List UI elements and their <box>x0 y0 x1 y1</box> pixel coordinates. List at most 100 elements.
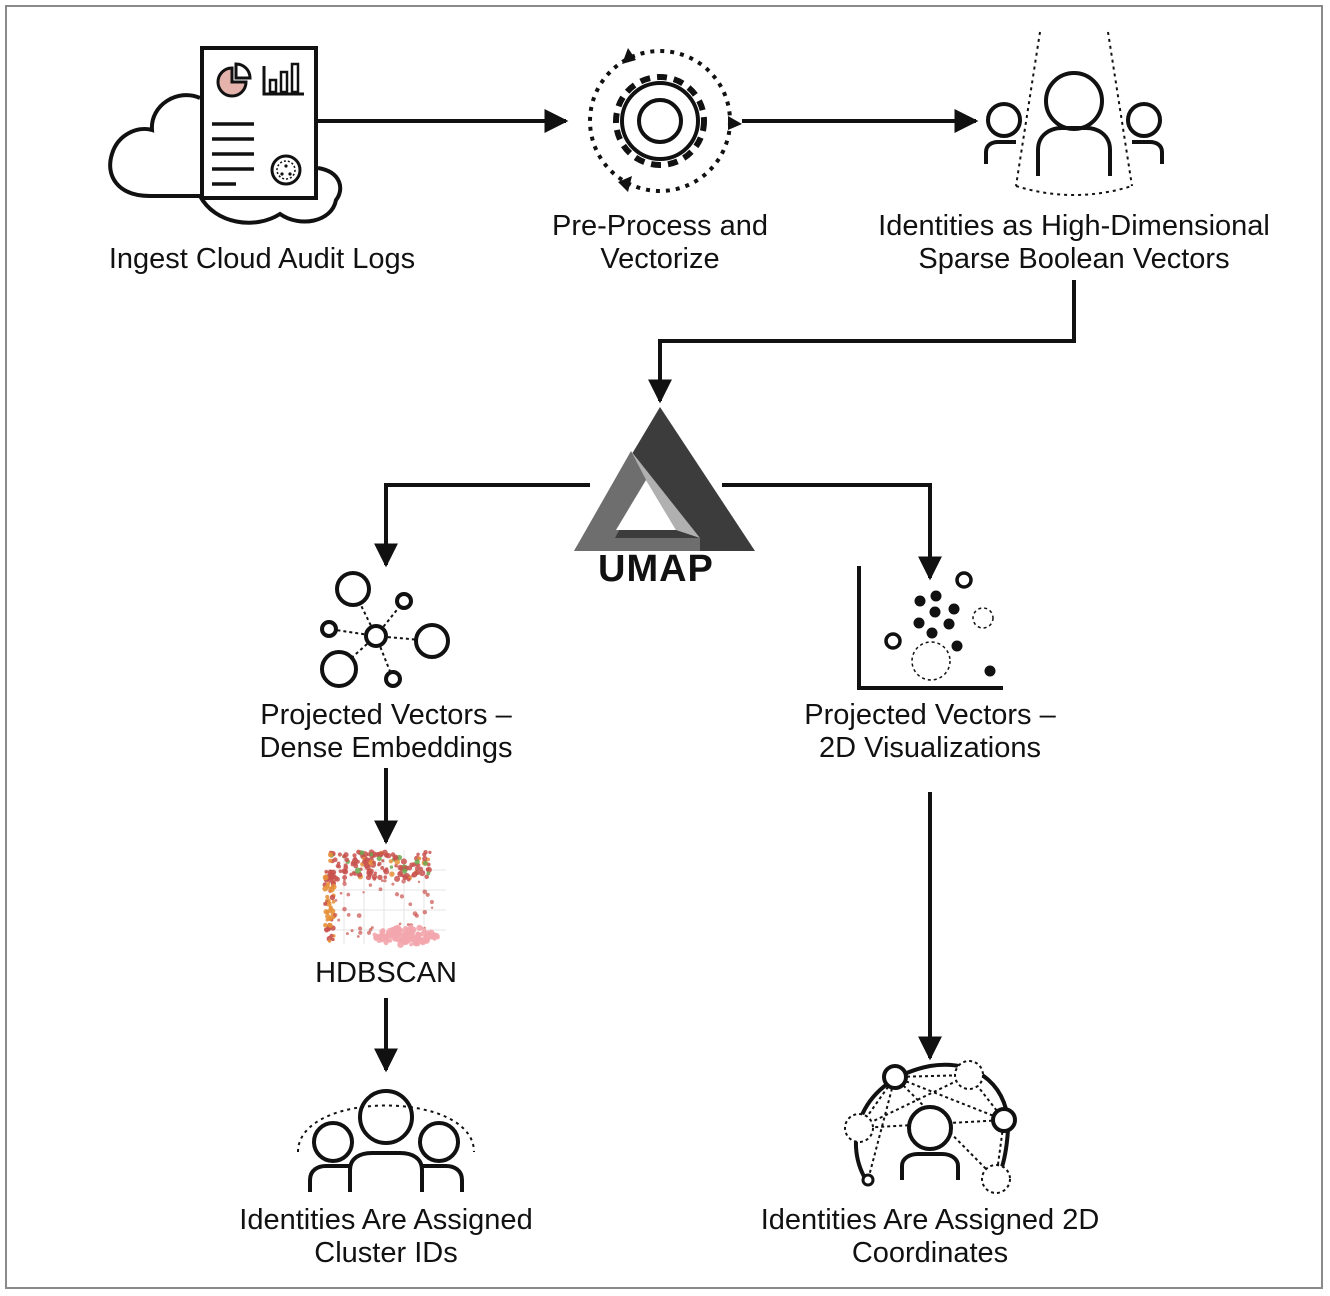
cluster-point <box>397 864 404 871</box>
cluster-point <box>430 906 434 909</box>
network-nodes-icon <box>320 571 450 688</box>
cluster-point <box>342 881 347 886</box>
cluster-point <box>409 942 413 947</box>
ingest-label: Ingest Cloud Audit Logs <box>108 243 416 275</box>
cluster-point <box>324 870 329 874</box>
cluster-point <box>368 883 373 887</box>
viz2d-label-line1: Projected Vectors – <box>804 699 1056 731</box>
cluster-point <box>428 850 432 855</box>
coords-label: Identities Are Assigned 2D Coordinates <box>700 1204 1160 1270</box>
cluster-point <box>401 879 406 884</box>
cluster-point <box>425 867 430 872</box>
cluster-point <box>329 908 336 915</box>
arrow-identities-to-umap <box>648 280 1076 404</box>
cluster-point <box>350 929 354 933</box>
cluster-point <box>426 857 431 862</box>
cluster-point <box>377 874 383 881</box>
viz2d-label-line2: 2D Visualizations <box>819 732 1041 764</box>
cluster-point <box>424 874 429 880</box>
cluster-point <box>376 855 382 862</box>
cluster-point <box>377 861 382 866</box>
cluster-point <box>389 865 394 869</box>
cluster-point <box>379 929 385 935</box>
cluster-point <box>368 927 373 932</box>
cluster-point <box>392 925 399 932</box>
cluster-point <box>328 858 333 863</box>
cluster-point <box>391 882 395 886</box>
cluster-point <box>378 887 383 892</box>
cluster-point <box>394 864 398 868</box>
arrow-umap-to-dense <box>374 483 590 568</box>
cluster-point <box>376 852 381 856</box>
cluster-point <box>327 922 333 928</box>
cluster-point <box>413 940 418 945</box>
cluster-point <box>353 856 357 861</box>
cluster-point <box>406 878 411 882</box>
viz2d-label: Projected Vectors – 2D Visualizations <box>750 699 1110 765</box>
cluster-point <box>399 894 405 899</box>
cluster-point <box>358 930 363 935</box>
cluster-point <box>359 850 365 856</box>
cluster-point <box>422 855 428 862</box>
connectors <box>318 109 1076 1073</box>
cluster-point <box>341 868 348 874</box>
cluster-point <box>343 863 348 868</box>
dense-label: Projected Vectors – Dense Embeddings <box>206 699 566 765</box>
scatter-plot-icon <box>857 566 1003 690</box>
cluster-point <box>322 885 329 892</box>
coords-label-line1: Identities Are Assigned 2D <box>760 1204 1100 1236</box>
cluster-point <box>337 852 342 857</box>
cluster-point <box>379 932 384 938</box>
cluster-point <box>394 875 401 882</box>
cluster-point <box>329 905 333 910</box>
cluster-point <box>402 868 408 874</box>
cluster-point <box>414 913 419 918</box>
cluster-point <box>367 873 372 878</box>
cluster-point <box>422 860 428 866</box>
cluster-point <box>400 858 407 865</box>
person-network-icon <box>844 1060 1017 1194</box>
cluster-point <box>419 870 426 877</box>
cluster-point <box>424 933 429 939</box>
cluster-point <box>368 859 375 866</box>
umap-logo-icon <box>574 407 755 551</box>
cluster-point <box>358 926 363 931</box>
cluster-point <box>380 865 385 870</box>
cluster-point <box>335 876 340 882</box>
cluster-point <box>397 931 402 936</box>
preprocess-label: Pre-Process and Vectorize <box>490 210 830 276</box>
cluster-point <box>434 932 440 939</box>
identities-label-line1: Identities as High-Dimensional <box>878 210 1270 242</box>
cluster-point <box>421 938 428 944</box>
diagram-frame <box>5 5 1323 1289</box>
gear-cycle-icon <box>588 48 742 193</box>
group-dome-icon <box>297 1089 475 1192</box>
cluster-point <box>369 852 374 857</box>
cluster-point <box>411 871 418 878</box>
cluster-point <box>398 871 402 876</box>
cluster-point <box>362 891 365 894</box>
cluster-point <box>343 852 349 858</box>
cluster-point <box>323 922 328 928</box>
cluster-point <box>422 909 428 915</box>
cluster-point <box>380 879 384 883</box>
cluster-point <box>356 849 361 855</box>
cluster-point <box>354 867 361 874</box>
cluster-point <box>388 859 394 864</box>
cluster-point <box>372 860 376 865</box>
cluster-point <box>371 873 378 880</box>
cluster-point <box>349 872 354 877</box>
cluster-point <box>338 869 343 874</box>
people-spotlight-icon <box>984 31 1164 196</box>
cluster-point <box>381 859 385 863</box>
cluster-point <box>323 901 328 906</box>
cluster-point <box>402 874 408 881</box>
cluster-point <box>398 922 402 926</box>
cluster-point <box>422 889 428 895</box>
cluster-point <box>426 871 431 876</box>
preprocess-label-line1: Pre-Process and <box>552 210 768 242</box>
cluster-point <box>425 892 430 897</box>
cluster-point <box>356 935 360 938</box>
cluster-point <box>333 912 338 918</box>
